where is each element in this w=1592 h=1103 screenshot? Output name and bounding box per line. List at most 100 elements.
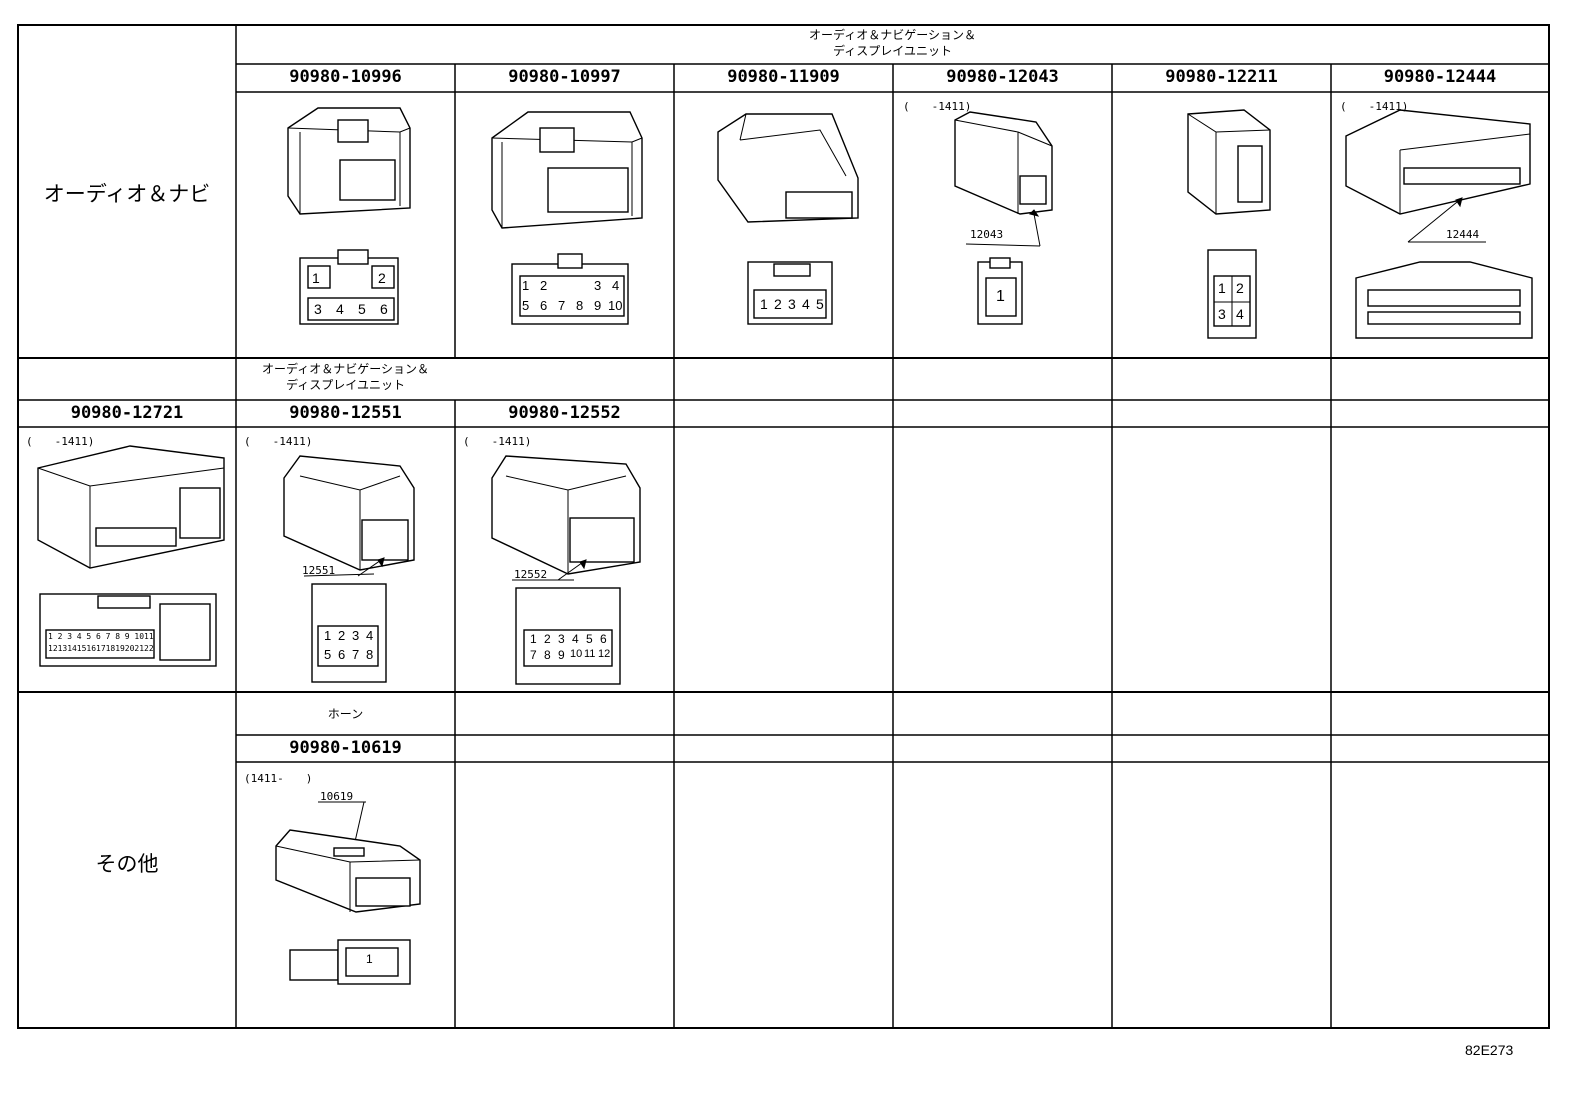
tag-12444: 12444 xyxy=(1446,228,1480,241)
pin-12551-2: 2 xyxy=(338,628,346,643)
pin-10996-4: 4 xyxy=(336,301,344,317)
pin-12721-6: 6 xyxy=(96,632,101,641)
note-12552: ( -1411) xyxy=(463,435,532,448)
pin-12721-12: 12 xyxy=(48,644,58,653)
pin-12551-7: 7 xyxy=(352,647,360,662)
pin-12721-7: 7 xyxy=(105,632,111,641)
pin-12552-10: 10 xyxy=(570,648,583,660)
pin-12552-5: 5 xyxy=(586,632,593,646)
pin-12721-1: 1 xyxy=(48,632,53,641)
figure-id: 82E273 xyxy=(1465,1042,1514,1058)
pin-12721-14: 14 xyxy=(67,644,77,653)
tag-12551: 12551 xyxy=(302,564,336,577)
part-number-90980-12211: 90980-12211 xyxy=(1165,67,1278,87)
pin-10997-8: 8 xyxy=(576,298,584,313)
pin-12721-10: 10 xyxy=(134,632,145,641)
pin-12552-12: 12 xyxy=(598,648,611,660)
pin-10997-4: 4 xyxy=(612,278,620,293)
pin-12721-8: 8 xyxy=(115,632,121,641)
part-number-90980-12043: 90980-12043 xyxy=(946,67,1059,87)
connector-10996-illustration xyxy=(287,107,411,325)
pin-11909-5: 5 xyxy=(816,296,824,312)
group-label-horn: ホーン xyxy=(327,707,364,721)
part-number-90980-12444: 90980-12444 xyxy=(1383,67,1497,87)
note-12444: ( -1411) xyxy=(1340,100,1409,113)
pin-10996-3: 3 xyxy=(314,301,322,317)
pin-12721-9: 9 xyxy=(124,632,130,641)
part-number-90980-12721: 90980-12721 xyxy=(70,403,184,423)
pin-12721-16: 16 xyxy=(86,644,97,653)
pin-12721-5: 5 xyxy=(86,632,92,641)
pin-12721-19: 19 xyxy=(115,644,125,653)
connector-12551-illustration xyxy=(283,455,415,683)
group-label-line1: オーディオ＆ナビゲーション＆ xyxy=(262,362,429,376)
pin-12551-4: 4 xyxy=(366,628,374,643)
pin-11909-1: 1 xyxy=(760,296,768,312)
pin-12211-3: 3 xyxy=(1218,306,1226,322)
pin-12552-11: 11 xyxy=(584,648,596,660)
group-label-line2: ディスプレイユニット xyxy=(833,44,952,58)
pin-12552-8: 8 xyxy=(544,648,551,662)
pin-10997-2: 2 xyxy=(540,278,548,293)
pin-10996-2: 2 xyxy=(378,270,386,286)
note-12551: ( -1411) xyxy=(244,435,313,448)
note-12043: ( -1411) xyxy=(903,100,972,113)
group-label-audio-nav: オーディオ＆ナビゲーション＆ ディスプレイユニット xyxy=(236,27,1549,59)
pin-12552-4: 4 xyxy=(572,632,579,646)
note-12721: ( -1411) xyxy=(26,435,95,448)
pin-12552-2: 2 xyxy=(544,632,551,646)
pin-10997-10: 10 xyxy=(608,298,623,313)
pin-12721-18: 18 xyxy=(105,644,116,653)
pin-12721-21: 21 xyxy=(134,644,145,653)
pin-12552-9: 9 xyxy=(558,648,565,662)
connector-12211-illustration xyxy=(1187,109,1271,339)
pin-12721-15: 15 xyxy=(76,644,87,653)
connector-12444-illustration xyxy=(1345,109,1533,339)
pin-10996-6: 6 xyxy=(380,301,388,317)
part-number-90980-10619: 90980-10619 xyxy=(289,738,402,758)
pin-10997-3: 3 xyxy=(594,278,602,293)
pin-11909-2: 2 xyxy=(774,296,782,312)
connector-11909-illustration xyxy=(717,113,859,325)
part-number-90980-11909: 90980-11909 xyxy=(727,67,840,87)
tag-10619: 10619 xyxy=(320,790,354,803)
category-other: その他 xyxy=(95,852,159,876)
pin-10997-7: 7 xyxy=(558,298,566,313)
category-audio-nav: オーディオ＆ナビ xyxy=(43,182,211,206)
pin-12721-20: 20 xyxy=(124,644,135,653)
pin-12552-7: 7 xyxy=(530,648,537,662)
pin-12211-2: 2 xyxy=(1236,280,1244,296)
pin-12721-4: 4 xyxy=(76,632,82,641)
group-label-line2: ディスプレイユニット xyxy=(286,378,405,392)
pin-11909-3: 3 xyxy=(788,296,796,312)
pin-10996-5: 5 xyxy=(358,301,366,317)
connector-12721-illustration xyxy=(37,445,225,667)
part-number-90980-10996: 90980-10996 xyxy=(289,67,402,87)
pin-12551-8: 8 xyxy=(366,647,374,662)
connector-10619-illustration xyxy=(275,801,421,985)
note-10619: (1411- ) xyxy=(244,772,313,785)
tag-12043: 12043 xyxy=(970,228,1004,241)
part-number-90980-12552: 90980-12552 xyxy=(508,403,621,423)
group-label-line1: オーディオ＆ナビゲーション＆ xyxy=(809,28,976,42)
pin-12551-6: 6 xyxy=(338,647,346,662)
pin-10997-5: 5 xyxy=(522,298,530,313)
pin-12721-2: 2 xyxy=(57,632,63,641)
group-label-audio-nav-2: オーディオ＆ナビゲーション＆ ディスプレイユニット xyxy=(236,361,455,393)
pin-12551-3: 3 xyxy=(352,628,360,643)
part-number-90980-10997: 90980-10997 xyxy=(508,67,621,87)
part-number-90980-12551: 90980-12551 xyxy=(289,403,402,423)
pin-10997-9: 9 xyxy=(594,298,602,313)
pin-12721-13: 13 xyxy=(57,644,68,653)
pin-10996-1: 1 xyxy=(312,270,320,286)
pin-12552-1: 1 xyxy=(530,632,537,646)
pin-12721-3: 3 xyxy=(67,632,73,641)
pin-12551-1: 1 xyxy=(324,628,332,643)
pin-12721-11: 11 xyxy=(144,632,154,641)
pin-10619-1: 1 xyxy=(366,952,373,966)
pin-12043-1: 1 xyxy=(996,288,1005,305)
pin-12552-6: 6 xyxy=(600,632,607,646)
pin-12211-1: 1 xyxy=(1218,280,1226,296)
